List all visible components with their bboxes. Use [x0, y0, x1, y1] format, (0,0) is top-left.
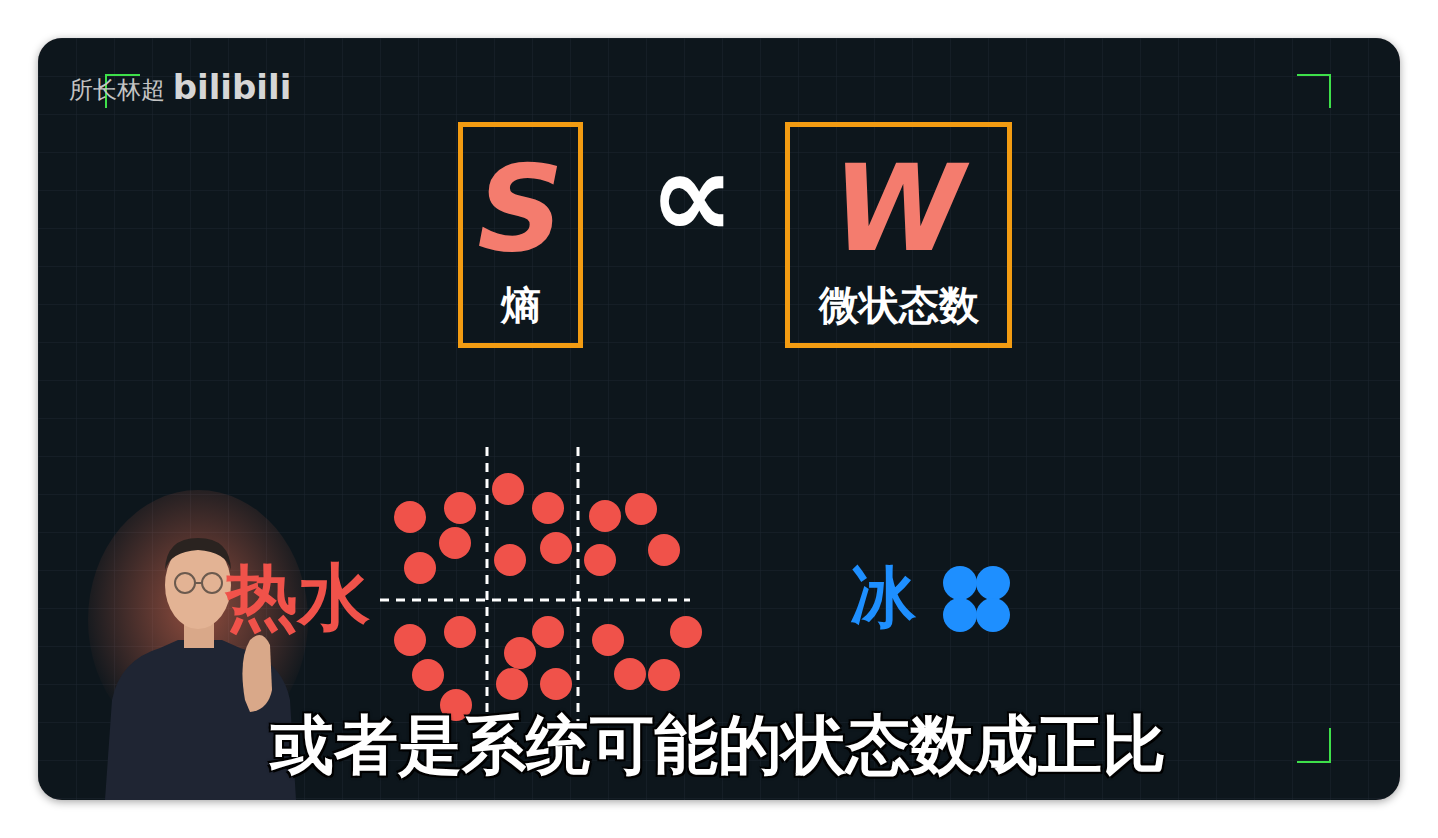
watermark-wrap: 所长林超: [69, 77, 165, 103]
symbol-box: W 微状态数: [785, 122, 1012, 348]
hot-water-label-wrap: 热水: [226, 558, 370, 637]
subtitle-wrap: 或者是系统可能的状态数成正比: [270, 710, 1166, 780]
grid: [38, 38, 1400, 800]
proportional-sign: ∝: [649, 130, 734, 262]
ice-label-wrap: 冰: [850, 562, 916, 635]
symbol-letter: S: [477, 143, 563, 275]
ice-molecules: [943, 566, 1010, 632]
ice-label: 冰: [850, 562, 916, 635]
hot-water-molecules: [394, 473, 702, 721]
dashed-dividers: [380, 447, 690, 722]
symbol-box: S熵: [458, 122, 583, 348]
proportional-sign-wrap: ∝: [649, 130, 734, 262]
symbol-meaning: 微状态数: [819, 283, 979, 327]
panel: [38, 38, 1400, 800]
platform-logo-wrap: bilibili: [173, 69, 292, 106]
symbol-letter: W: [832, 143, 964, 275]
subtitle: 或者是系统可能的状态数成正比: [270, 710, 1166, 780]
symbol-meaning: 熵: [501, 283, 541, 327]
watermark: 所长林超: [69, 77, 165, 103]
hot-water-label: 热水: [226, 558, 370, 637]
platform-logo: bilibili: [173, 69, 292, 106]
